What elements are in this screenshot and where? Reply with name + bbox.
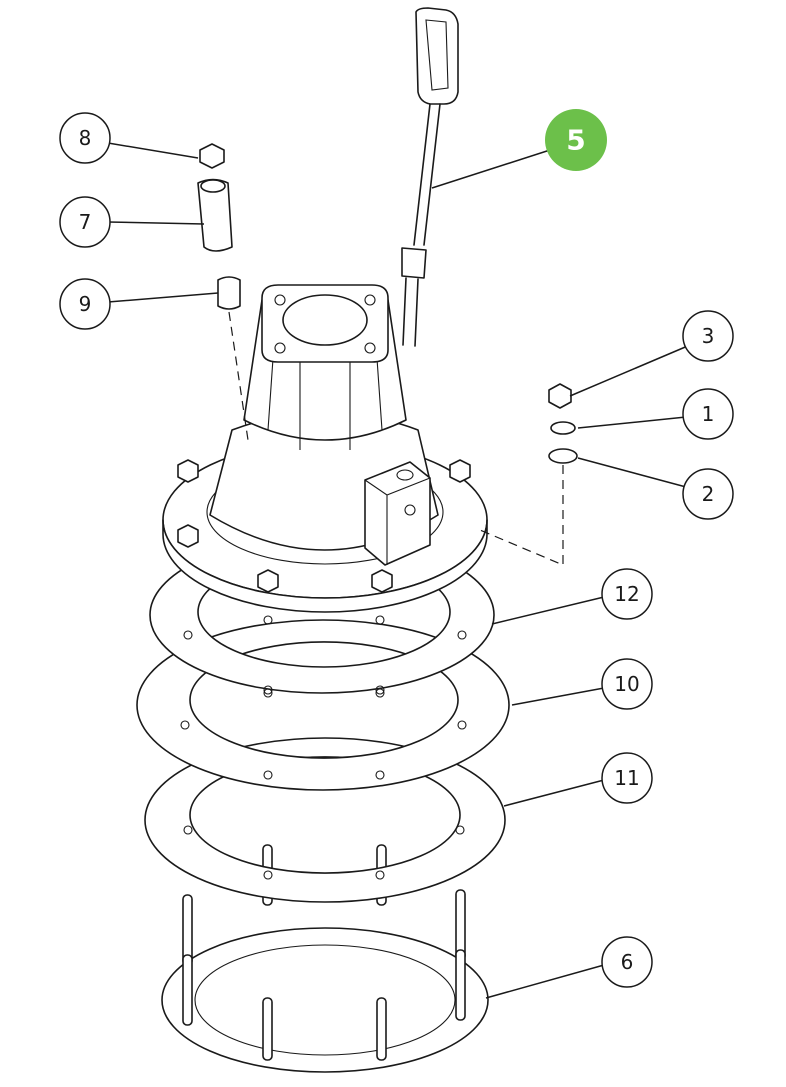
callout-10[interactable]: 10: [601, 658, 653, 710]
callout-1[interactable]: 1: [682, 388, 734, 440]
svg-text:1: 1: [702, 402, 715, 426]
callout-6[interactable]: 6: [601, 936, 653, 988]
svg-text:6: 6: [621, 950, 634, 974]
middle-ring-plate: [136, 619, 510, 791]
svg-text:11: 11: [614, 766, 639, 790]
callout-12[interactable]: 12: [601, 568, 653, 620]
svg-text:8: 8: [79, 126, 92, 150]
svg-text:9: 9: [79, 292, 92, 316]
callout-11[interactable]: 11: [601, 752, 653, 804]
svg-text:10: 10: [614, 672, 639, 696]
svg-text:5: 5: [566, 124, 585, 157]
dipstick: [401, 7, 459, 347]
callout-2[interactable]: 2: [682, 468, 734, 520]
svg-text:7: 7: [79, 210, 92, 234]
callout-5-highlighted[interactable]: 5: [545, 109, 607, 171]
svg-text:12: 12: [614, 582, 639, 606]
gearbox-housing: [162, 284, 488, 613]
leader-lines: [107, 142, 691, 999]
svg-text:3: 3: [702, 324, 715, 348]
callout-3[interactable]: 3: [682, 310, 734, 362]
callout-8[interactable]: 8: [59, 112, 111, 164]
svg-text:2: 2: [702, 482, 715, 506]
callout-7[interactable]: 7: [59, 196, 111, 248]
breather-assembly: [197, 143, 241, 310]
assembly-center-lines: [228, 311, 564, 566]
nut-and-washers: [548, 383, 578, 464]
callout-9[interactable]: 9: [59, 278, 111, 330]
